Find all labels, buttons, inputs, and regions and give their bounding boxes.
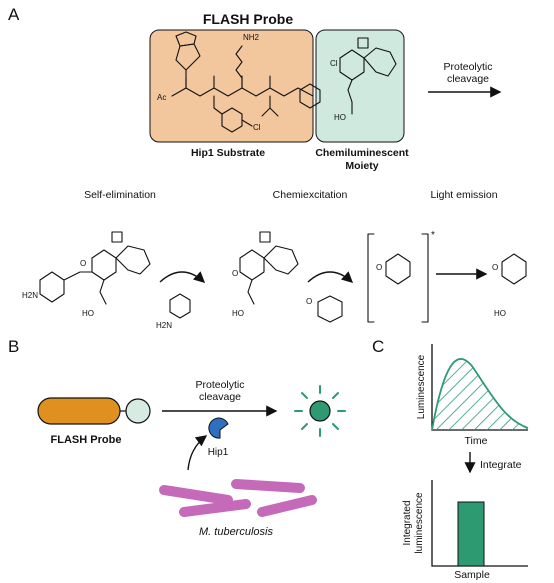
light-burst-icon [294, 385, 346, 437]
peptide-structure [171, 31, 321, 133]
moiety-label-line2: Moiety [345, 160, 378, 172]
step-light-emission: Light emission [430, 189, 497, 201]
b-cleavage-line1: Proteolytic [195, 379, 244, 391]
integrate-label: Integrate [480, 459, 522, 471]
adamantanone-o-label: O [306, 297, 312, 306]
ground-benzoate [501, 253, 527, 285]
cleavage-label-line2: cleavage [447, 73, 489, 85]
c-bottom-xlabel: Sample [454, 569, 490, 581]
bracket-right [421, 233, 429, 323]
moiety-label-line1: Chemiluminescent [315, 147, 409, 159]
quinone-methide-ring [169, 293, 191, 319]
mycobacteria-cells [159, 479, 317, 517]
phenolate-label-2: O [376, 263, 382, 272]
amine-label: NH2 [243, 33, 260, 42]
panel-c-label: C [372, 337, 384, 356]
acid-ho-label-2: HO [232, 309, 244, 318]
bracket-left [367, 233, 375, 323]
amine-h2n-label: H2N [22, 291, 38, 300]
chloro-label: Cl [253, 123, 261, 132]
acid-ho-label-3: HO [494, 309, 506, 318]
cleavage-label-line1: Proteolytic [443, 61, 492, 73]
molecule-phenolate-dioxetane [239, 231, 299, 305]
excited-state-mark: * [431, 230, 435, 241]
hip1-source-arrow [187, 435, 208, 471]
probe-label: FLASH Probe [51, 434, 122, 446]
chloro-label-moiety: Cl [330, 59, 338, 68]
b-cleavage-line2: cleavage [199, 391, 241, 403]
probe-title: FLASH Probe [203, 11, 293, 27]
panel-a-label: A [8, 5, 20, 24]
c-top-ylabel: Luminescence [416, 354, 427, 419]
chemiluminescent-moiety-box [315, 29, 405, 143]
c-top-xlabel: Time [465, 435, 488, 447]
hip1-substrate-box [149, 29, 314, 143]
panel-b-label: B [8, 337, 19, 356]
hip1-substrate-label: Hip1 Substrate [191, 147, 265, 159]
probe-reporter-circle [125, 398, 151, 424]
adamantanone-structure [317, 295, 343, 323]
hip1-enzyme-icon [208, 417, 229, 439]
chemiluminescent-structure [339, 37, 397, 115]
organism-label: M. tuberculosis [199, 526, 273, 538]
probe-peptide-pill [37, 397, 121, 425]
integrated-bar [457, 501, 485, 567]
acid-ho-label-1: HO [82, 309, 94, 318]
iminium-label: H2N [156, 321, 172, 330]
self-elimination-arrow [159, 271, 206, 283]
chemiexcitation-arrow [307, 271, 354, 283]
molecule-aminobenzyl-dioxetane [39, 231, 151, 305]
luminescence-curve [431, 358, 529, 431]
hip1-label: Hip1 [208, 447, 229, 458]
phenolate-label-1: O [232, 269, 238, 278]
c-bottom-ylabel-line2: luminescence [414, 492, 425, 554]
step-self-elimination: Self-elimination [84, 189, 156, 201]
c-bottom-ylabel-line1: Integrated [402, 500, 413, 545]
acetyl-label: Ac [157, 93, 166, 102]
phenolate-label-3: O [492, 263, 498, 272]
hydroxyl-label-moiety: HO [334, 113, 346, 122]
step-chemiexcitation: Chemiexcitation [273, 189, 348, 201]
excited-benzoate [385, 253, 411, 285]
ether-o-label: O [80, 259, 86, 268]
c-bottom-axes [431, 480, 528, 567]
